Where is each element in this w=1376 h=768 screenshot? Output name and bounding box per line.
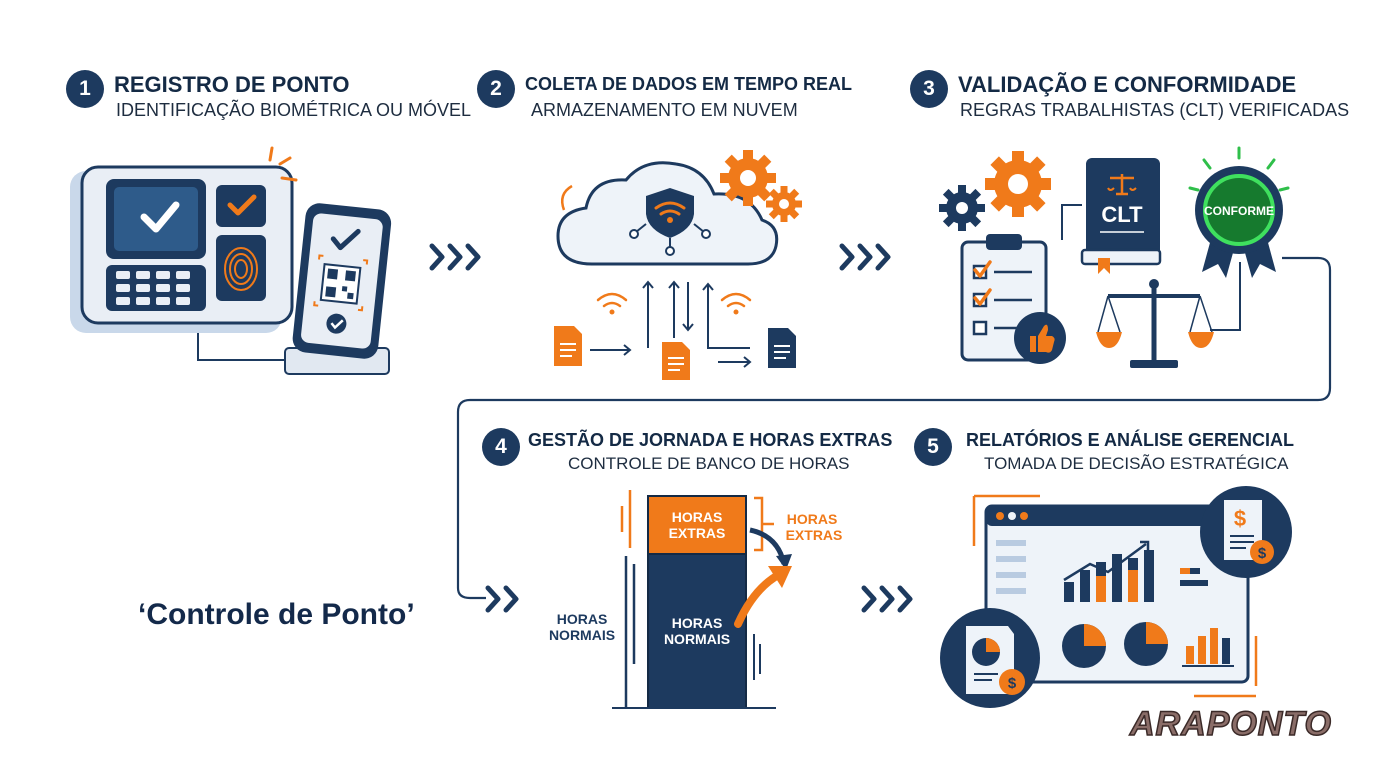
scale-icon [1096,279,1214,368]
bar-normal-label-2: NORMAIS [664,631,730,647]
step-1-number: 1 [66,70,104,108]
hours-bar-icon: HORAS EXTRAS HORAS NORMAIS HORAS EXTRAS … [549,490,843,709]
data-flow-diagram [554,280,796,380]
normal-hours-annotation-1: HORAS [557,611,608,627]
step-3-subtitle: REGRAS TRABALHISTAS (CLT) VERIFICADAS [960,100,1350,120]
step-4-title: GESTÃO DE JORNADA E HORAS EXTRAS [528,430,893,450]
step-3-number: 3 [910,70,948,108]
diagram-caption: ‘Controle de Ponto’ [138,598,415,631]
signal-spark-icon [268,146,298,182]
bar-extra-label-1: HORAS [672,509,723,525]
step-4-number: 4 [482,428,520,466]
pie-report-icon: $ [940,608,1040,708]
chevrons-right-icon [861,585,913,613]
svg-text:$: $ [1008,675,1017,692]
step-3-title: VALIDAÇÃO E CONFORMIDADE [958,72,1297,97]
bar-extra-label-2: EXTRAS [669,525,726,541]
step-5-subtitle: TOMADA DE DECISÃO ESTRATÉGICA [984,454,1289,473]
gear-icon [720,150,802,222]
extra-hours-annotation-2: EXTRAS [786,527,843,543]
step-4-subtitle: CONTROLE DE BANCO DE HORAS [568,454,850,473]
invoice-dollar-icon: $ $ [1200,486,1292,578]
extra-hours-annotation-1: HORAS [787,511,838,527]
normal-hours-annotation-2: NORMAIS [549,627,615,643]
step-5-number: 5 [914,428,952,466]
biometric-terminal-icon [70,165,294,333]
step-2-subtitle: ARMAZENAMENTO EM NUVEM [531,100,798,120]
clt-label: CLT [1101,202,1143,227]
clt-book-icon: CLT [1080,158,1162,274]
conforme-seal-icon: CONFORME [1188,146,1290,278]
chevrons-right-icon [485,585,519,613]
step-1-title: REGISTRO DE PONTO [114,72,350,97]
bar-normal-label-1: HORAS [672,615,723,631]
conforme-label: CONFORME [1204,204,1274,218]
clipboard-checklist-icon [960,234,1066,364]
step-5-title: RELATÓRIOS E ANÁLISE GERENCIAL [966,430,1295,450]
step-1-subtitle: IDENTIFICAÇÃO BIOMÉTRICA OU MÓVEL [116,100,472,120]
step-2-title: COLETA DE DADOS EM TEMPO REAL [525,74,853,94]
svg-text:$: $ [1234,506,1246,531]
chevrons-right-icon [839,243,891,271]
step-2-number: 2 [477,70,515,108]
cloud-shield-icon [556,161,779,266]
dashboard-icon [972,494,1258,698]
smartphone-qr-icon [284,203,392,375]
araponto-logo: ARAPONTO [1129,704,1332,744]
gear-icon [939,151,1051,231]
svg-text:$: $ [1258,545,1267,562]
chevrons-right-icon [429,243,481,271]
